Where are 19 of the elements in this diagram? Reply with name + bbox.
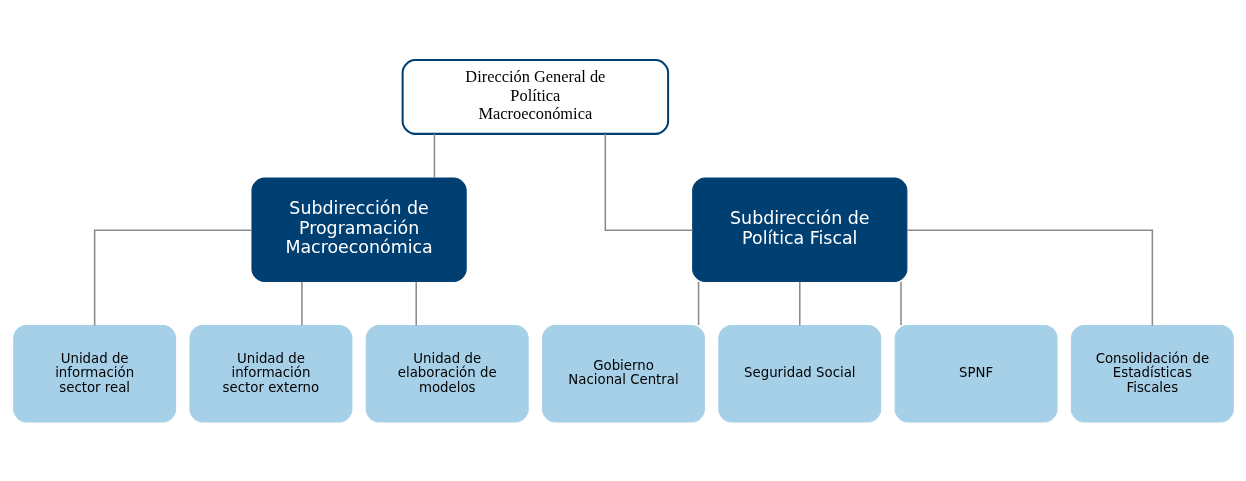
connector bbox=[899, 280, 902, 326]
node-box: Unidad de información sector real bbox=[12, 324, 176, 422]
connector bbox=[697, 280, 699, 326]
node-box: Unidad de elaboración de modelos bbox=[365, 324, 529, 422]
node-box: Subdirección de Política Fiscal bbox=[691, 176, 907, 282]
node-box: SPNF bbox=[894, 324, 1058, 422]
node-box: Subdirección de Programación Macroeconómica bbox=[250, 176, 467, 282]
connector bbox=[798, 280, 801, 326]
connector bbox=[433, 132, 435, 178]
connector bbox=[93, 228, 253, 326]
connector bbox=[414, 280, 417, 326]
node-box: Consolidación de Estadísticas Fiscales bbox=[1070, 324, 1234, 422]
node-box: Gobierno Nacional Central bbox=[541, 324, 705, 422]
connector bbox=[300, 280, 303, 326]
connector bbox=[604, 132, 693, 231]
connector bbox=[905, 228, 1153, 326]
node-box: Dirección General de Política Macroeconómica bbox=[401, 58, 669, 135]
node-box: Seguridad Social bbox=[717, 324, 881, 422]
node-box: Unidad de información sector externo bbox=[188, 324, 352, 422]
